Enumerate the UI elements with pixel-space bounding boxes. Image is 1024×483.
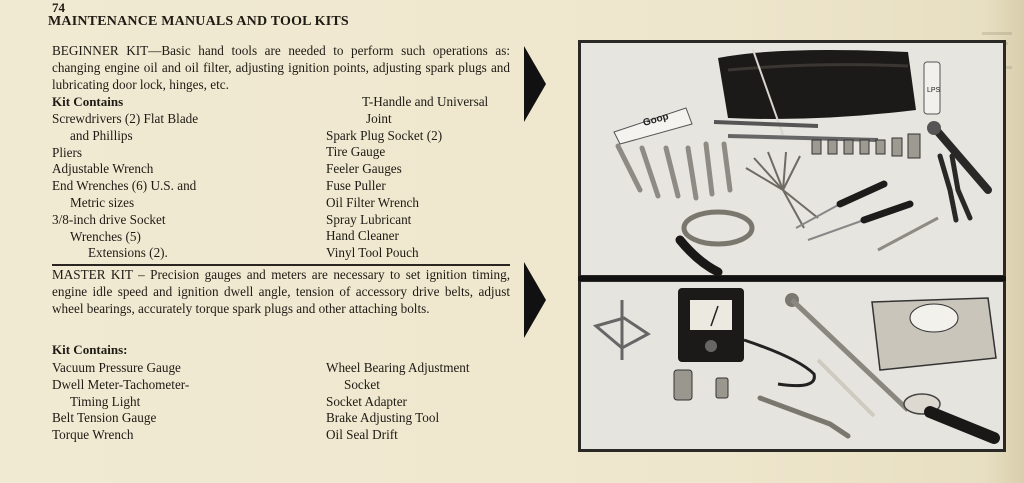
list-item: Pliers [52, 144, 83, 160]
t-handle-image [877, 216, 939, 252]
master-kit-description: MASTER KIT – Precision gauges and meters… [52, 266, 510, 317]
page-heading: MAINTENANCE MANUALS AND TOOL KITS [48, 14, 349, 29]
belt-tension-gauge-box-image [871, 297, 997, 371]
wheel-bearing-tool-image [592, 300, 651, 360]
spray-can-label: LPS [927, 87, 941, 94]
list-item: Timing Light [70, 393, 141, 409]
pointer-arrow-master [524, 262, 546, 338]
feeler-gauges-image [745, 151, 819, 229]
list-item: Dwell Meter-Tachometer- [52, 376, 190, 392]
list-item: Vacuum Pressure Gauge [52, 360, 181, 375]
list-item: Screwdrivers (2) Flat Blade [52, 111, 199, 126]
list-item: Oil Seal Drift [326, 427, 398, 443]
list-item: Joint [366, 110, 392, 126]
master-kit-list-left: Vacuum Pressure Gauge Dwell Meter-Tachom… [52, 360, 189, 444]
vinyl-pouch-image [718, 50, 916, 119]
list-item: Hand Cleaner [326, 228, 399, 244]
list-item: 3/8-inch drive Socket [52, 211, 166, 227]
list-item: Vinyl Tool Pouch [326, 245, 419, 261]
list-item: Spray Lubricant [326, 211, 412, 227]
oil-seal-drift-image [816, 358, 876, 418]
adjustable-wrench-image [934, 128, 992, 194]
list-item: T-Handle and Universal [362, 94, 489, 109]
master-kit-title: MASTER KIT [52, 267, 133, 282]
pointer-arrow-beginner [524, 46, 546, 122]
list-item: and Phillips [70, 127, 133, 143]
beginner-kit-list-right: T-Handle and Universal Joint Spark Plug … [326, 94, 488, 262]
master-kit-text: Precision gauges and meters are necessar… [52, 267, 510, 316]
oil-filter-wrench-image [681, 209, 755, 247]
list-item: End Wrenches (6) U.S. and [52, 178, 197, 194]
socket-adapter-image [715, 377, 729, 399]
list-item: Wheel Bearing Adjustment [326, 360, 470, 375]
list-item: Wrenches (5) [70, 228, 141, 244]
list-item: Brake Adjusting Tool [326, 410, 440, 426]
list-item: Fuse Puller [326, 177, 386, 193]
master-kit-list-right: Wheel Bearing Adjustment Socket Socket A… [326, 360, 470, 444]
sockets-image [811, 133, 921, 159]
beginner-kit-text: Basic hand tools are needed to perform s… [52, 43, 510, 92]
list-item: Belt Tension Gauge [52, 410, 157, 426]
master-kit-photo [581, 282, 1003, 449]
screwdrivers-image [795, 180, 914, 241]
brake-adjusting-tool-image [757, 395, 851, 439]
section-divider [52, 264, 510, 266]
pliers-image [937, 153, 973, 223]
beginner-kit-photo: LPS Goop [581, 43, 1003, 277]
list-item: Tire Gauge [326, 144, 386, 160]
spray-can-image [923, 61, 941, 115]
goop-tube-image [613, 107, 693, 145]
tool-kit-photographs: LPS Goop [578, 40, 1006, 452]
end-wrenches-image [615, 141, 733, 201]
master-kit-dash: – [132, 267, 151, 282]
beginner-kit-dash: — [148, 43, 162, 58]
bearing-socket-image [673, 369, 693, 401]
list-item: Torque Wrench [52, 427, 134, 443]
list-item: Socket [344, 376, 380, 392]
list-item: Adjustable Wrench [52, 161, 154, 177]
list-item: Metric sizes [70, 194, 135, 210]
list-item: Feeler Gauges [326, 161, 402, 177]
list-item: Spark Plug Socket (2) [326, 127, 443, 143]
torque-wrench-image [785, 293, 1000, 444]
list-item: Extensions (2). [88, 245, 168, 261]
beginner-kit-contains-label: Kit Contains [52, 94, 124, 109]
master-kit-contains-label: Kit Contains: [52, 342, 128, 357]
beginner-kit-list-left: Screwdrivers (2) Flat Blade and Phillips… [52, 111, 198, 262]
list-item: Socket Adapter [326, 393, 407, 409]
beginner-kit-description: BEGINNER KIT—Basic hand tools are needed… [52, 42, 510, 93]
list-item: Oil Filter Wrench [326, 194, 419, 210]
beginner-kit-title: BEGINNER KIT [52, 43, 149, 58]
page-number: 74 [52, 0, 65, 15]
